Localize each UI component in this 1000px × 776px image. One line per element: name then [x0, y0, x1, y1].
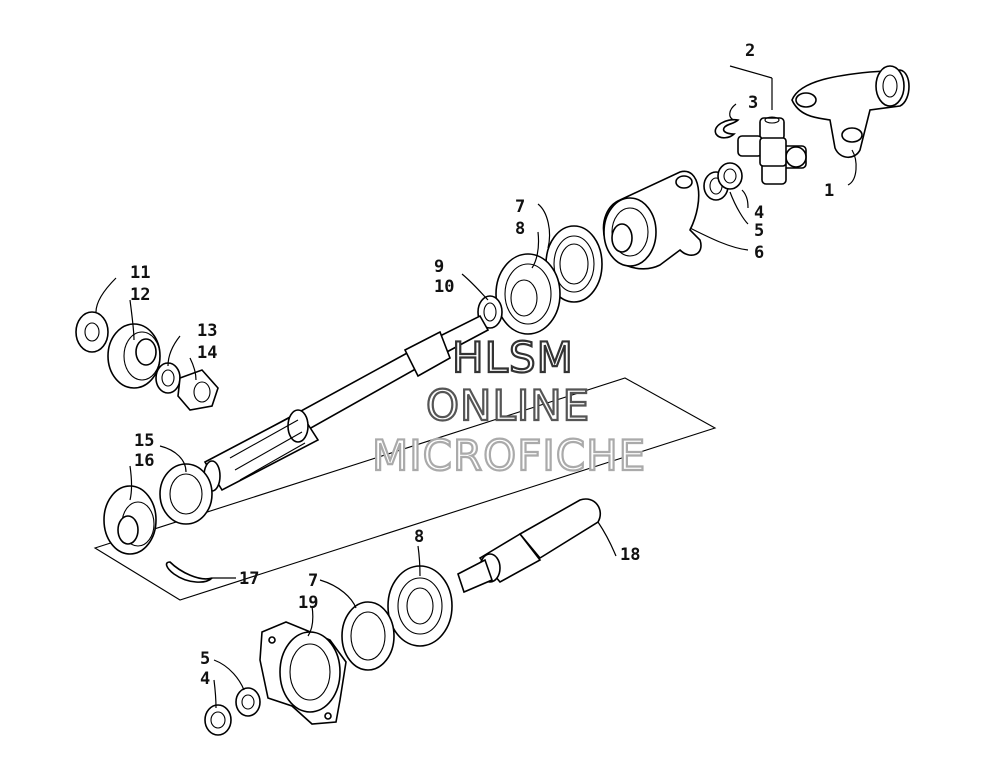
callout-17: 17 — [239, 569, 259, 589]
part-washer-13 — [155, 362, 181, 394]
watermark: HLSM ONLINE MICROFICHE — [371, 332, 646, 481]
callout-8-top: 8 — [515, 219, 525, 239]
callout-18: 18 — [620, 545, 640, 565]
part-bearing-upper — [495, 253, 561, 335]
callout-19: 19 — [298, 593, 318, 613]
part-nut-14 — [177, 369, 219, 411]
part-seal-lower — [341, 601, 395, 671]
part-bearing-lower — [387, 565, 453, 647]
callout-16: 16 — [134, 451, 154, 471]
part-bearing-cap-top — [703, 162, 743, 201]
part-u-joint-cross — [737, 116, 807, 185]
callout-labels: 1 2 3 4 5 6 7 8 9 10 11 12 13 14 15 16 1… — [130, 41, 834, 689]
callout-14: 14 — [197, 343, 217, 363]
part-flange-housing — [259, 621, 347, 725]
callout-8-lower: 8 — [414, 527, 424, 547]
callout-4-top: 4 — [754, 203, 764, 223]
part-bearing-15 — [159, 463, 213, 525]
callout-5-lower: 5 — [200, 649, 210, 669]
watermark-line-2: ONLINE — [426, 381, 590, 430]
part-output-shaft — [457, 498, 602, 594]
part-yoke — [791, 65, 910, 159]
callout-5-top: 5 — [754, 221, 764, 241]
subassembly-outline — [93, 377, 717, 601]
part-bearing-cap-4-lower — [204, 704, 232, 736]
callout-2: 2 — [745, 41, 755, 61]
part-washer-9 — [477, 295, 503, 329]
callout-3: 3 — [748, 93, 758, 113]
callout-4-lower: 4 — [200, 669, 210, 689]
part-snap-ring-top — [714, 118, 740, 139]
callout-7-lower: 7 — [308, 571, 318, 591]
callout-1: 1 — [824, 181, 834, 201]
callout-12: 12 — [130, 285, 150, 305]
part-main-shaft — [203, 314, 490, 492]
callout-7-top: 7 — [515, 197, 525, 217]
part-bevel-gear-lower — [103, 485, 157, 555]
watermark-line-3: MICROFICHE — [372, 431, 646, 480]
part-washer-5-lower — [235, 687, 261, 717]
callout-11: 11 — [130, 263, 150, 283]
callout-13: 13 — [197, 321, 217, 341]
part-bevel-gear-upper — [107, 323, 161, 389]
part-splined-yoke — [602, 170, 702, 270]
leader-lines — [95, 65, 857, 709]
callout-9: 9 — [434, 257, 444, 277]
part-washer-11 — [75, 311, 109, 353]
callout-10: 10 — [434, 277, 454, 297]
watermark-line-1: HLSM — [452, 333, 574, 382]
callout-15: 15 — [134, 431, 154, 451]
callout-6: 6 — [754, 243, 764, 263]
part-snap-ring-lower — [165, 561, 213, 583]
